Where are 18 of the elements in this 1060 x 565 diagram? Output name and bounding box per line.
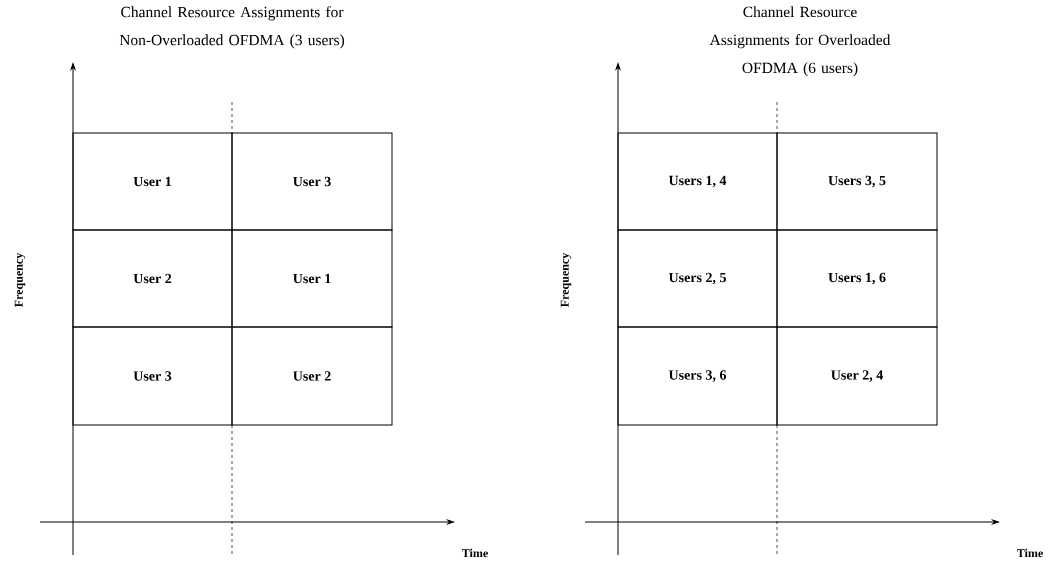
grid-cell: User 1 <box>72 132 233 231</box>
grid-cell: Users 1, 4 <box>617 132 778 231</box>
panel-title: Channel Resource Assignments for Non-Overloaded OFDMA (3 users) <box>119 6 345 49</box>
grid-cell: User 2, 4 <box>776 326 938 426</box>
grid-cell: Users 2, 5 <box>617 229 778 328</box>
axis-label: Frequency <box>560 252 572 307</box>
panel-title: Channel Resource Assignments for Overloaded OFDMA (6 users) <box>709 6 891 77</box>
axis-label: Frequency <box>14 252 26 307</box>
grid-cell: User 3 <box>231 132 393 231</box>
axis-label: Time <box>461 548 488 558</box>
grid-cell: Users 1, 6 <box>776 229 938 328</box>
grid-cell: Users 3, 6 <box>617 326 778 426</box>
grid-cell: Users 3, 5 <box>776 132 938 231</box>
grid-cell: User 2 <box>72 229 233 328</box>
grid-cell: User 2 <box>231 326 393 426</box>
grid-cell: User 1 <box>231 229 393 328</box>
grid-cell: User 3 <box>72 326 233 426</box>
axis-label: Time <box>1017 548 1043 558</box>
